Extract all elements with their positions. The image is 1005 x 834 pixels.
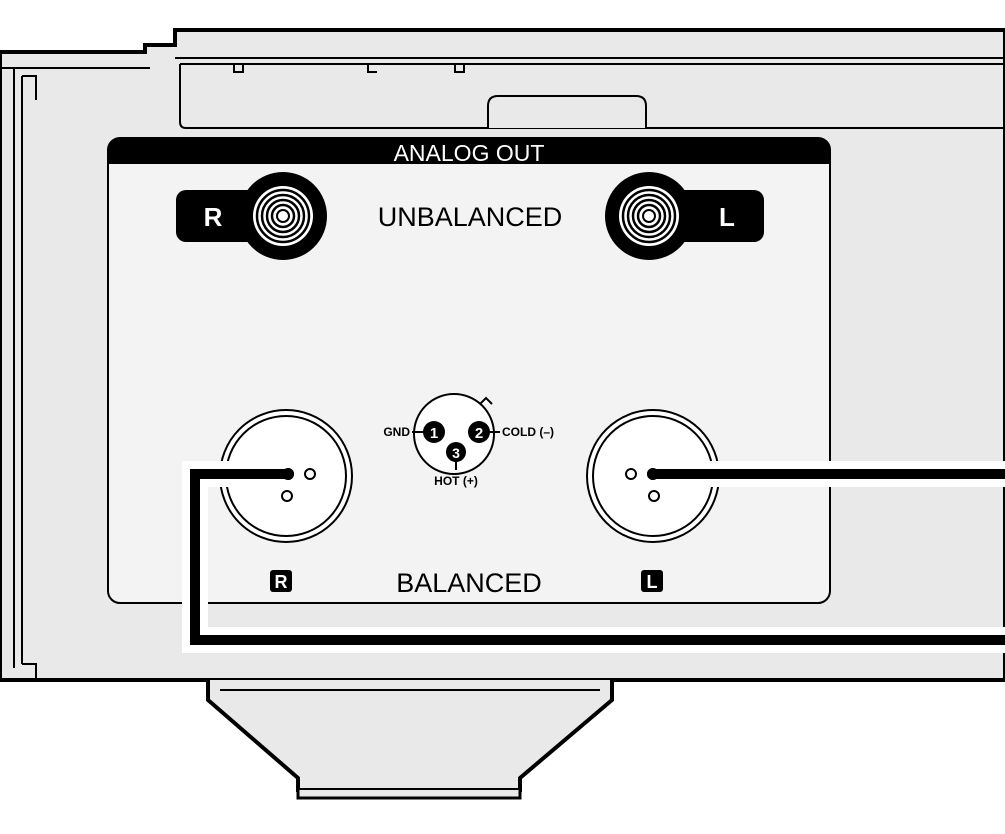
callout-leader-lines xyxy=(182,461,1005,653)
pin-1-number: 1 xyxy=(430,425,438,442)
xlr-right-label: R xyxy=(275,572,288,592)
cold-label: COLD (–) xyxy=(502,425,554,439)
rca-right-jack: R xyxy=(176,172,327,260)
balanced-label: BALANCED xyxy=(396,568,542,598)
gnd-label: GND xyxy=(383,425,410,439)
pin-2-marker xyxy=(468,421,490,443)
unbalanced-label: UNBALANCED xyxy=(378,202,563,232)
right-xlr-leader-line xyxy=(190,469,1005,645)
chassis-foot xyxy=(206,680,614,800)
xlr-left-badge: L xyxy=(641,570,663,592)
xlr-right-badge: R xyxy=(270,570,292,592)
rca-left-label: L xyxy=(719,202,735,232)
rca-right-label: R xyxy=(204,202,223,232)
pin-2-number: 2 xyxy=(475,425,483,442)
rca-left-jack: L xyxy=(605,172,764,260)
panel-title: ANALOG OUT xyxy=(394,140,545,166)
xlr-left-label: L xyxy=(647,572,658,592)
pin-1-marker xyxy=(423,421,445,443)
hot-label: HOT (+) xyxy=(434,474,478,488)
pin-3-marker xyxy=(446,442,466,462)
pin-3-number: 3 xyxy=(452,445,460,461)
xlr-pinout-diagram: 1 2 3 GND COLD (–) HOT (+) xyxy=(383,393,554,488)
